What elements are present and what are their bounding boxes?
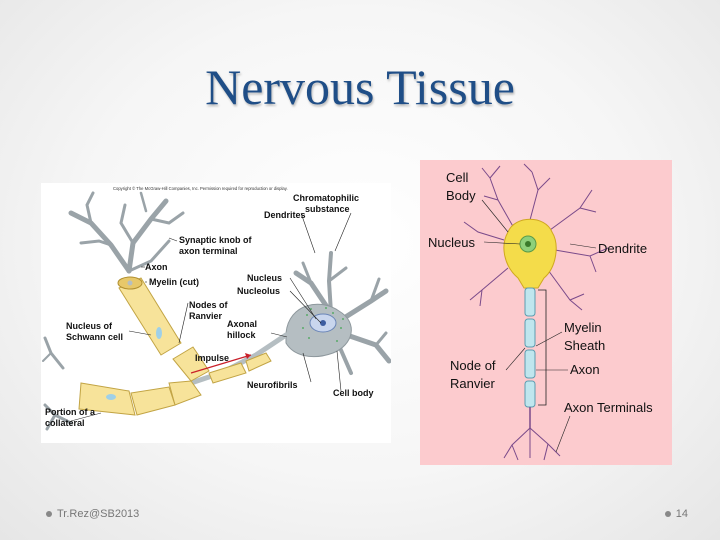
label-dendrites: Dendrites <box>264 210 306 220</box>
label-axonal: Axonal <box>227 319 257 329</box>
label-axon-terminal: axon terminal <box>179 246 238 256</box>
bullet-icon <box>46 511 52 517</box>
slide-title: Nervous Tissue <box>205 59 515 115</box>
label-synaptic-knob: Synaptic knob of <box>179 235 253 245</box>
schwann-nuclei <box>106 327 162 400</box>
neuron-illustration-left: Copyright © The McGraw-Hill Companies, I… <box>42 186 392 431</box>
cell-body-yellow <box>503 218 557 289</box>
label-myelin: Myelin <box>564 320 602 335</box>
myelin-sheath-segments <box>524 287 536 408</box>
myelin-segments <box>78 277 272 416</box>
label-schwann-cell: Schwann cell <box>66 332 123 342</box>
nucleolus-shape <box>320 320 326 326</box>
label-nucleolus: Nucleolus <box>237 286 280 296</box>
label-nodes-of: Nodes of <box>189 300 229 310</box>
bullet-icon <box>664 511 671 517</box>
footer-author: Tr.Rez@SB2013 <box>46 508 139 520</box>
label-node-of: Node of <box>450 358 496 373</box>
neuron-illustration-right: Cell Body Nucleus Dendrite Myelin Sheath… <box>428 163 653 461</box>
label-substance: substance <box>305 204 350 214</box>
impulse-arrow <box>190 354 252 374</box>
page-number-text: 14 <box>675 508 688 520</box>
label-ranvier: Ranvier <box>189 311 223 321</box>
label-sheath: Sheath <box>564 338 605 353</box>
label-axon-right: Axon <box>570 362 600 377</box>
footer-page-number: 14 <box>664 508 688 520</box>
label-hillock: hillock <box>227 330 257 340</box>
footer-author-text: Tr.Rez@SB2013 <box>57 508 140 520</box>
label-dendrite: Dendrite <box>598 241 647 256</box>
axon-terminals <box>503 427 561 461</box>
label-nucleus-of: Nucleus of <box>66 321 113 331</box>
label-ranvier-right: Ranvier <box>450 376 495 391</box>
label-axon: Axon <box>145 262 168 272</box>
label-nucleus: Nucleus <box>247 273 282 283</box>
label-cell: Cell <box>446 170 469 185</box>
copyright-text: Copyright © The McGraw-Hill Companies, I… <box>113 186 288 191</box>
neuron-diagram-textbook: Copyright © The McGraw-Hill Companies, I… <box>41 183 392 443</box>
label-impulse: Impulse <box>195 353 229 363</box>
label-collateral: collateral <box>45 418 85 428</box>
label-nucleus-right: Nucleus <box>428 235 475 250</box>
dendrites-purple <box>463 163 609 311</box>
leader-lines-left <box>70 212 352 422</box>
label-neurofibrils: Neurofibrils <box>247 380 298 390</box>
label-portion-of-a: Portion of a <box>45 407 96 417</box>
label-myelin-cut: Myelin (cut) <box>149 277 199 287</box>
label-cell-body: Cell body <box>333 388 374 398</box>
axon-cross-section <box>127 280 133 286</box>
label-chromatophilic: Chromatophilic <box>293 193 359 203</box>
neuron-diagram-simple: Cell Body Nucleus Dendrite Myelin Sheath… <box>420 160 672 465</box>
leader-lines-right <box>481 199 597 453</box>
label-axon-terminals: Axon Terminals <box>564 400 653 415</box>
myelin-bracket <box>538 289 547 406</box>
chromatophilic-dots <box>302 307 344 342</box>
label-body: Body <box>446 188 476 203</box>
